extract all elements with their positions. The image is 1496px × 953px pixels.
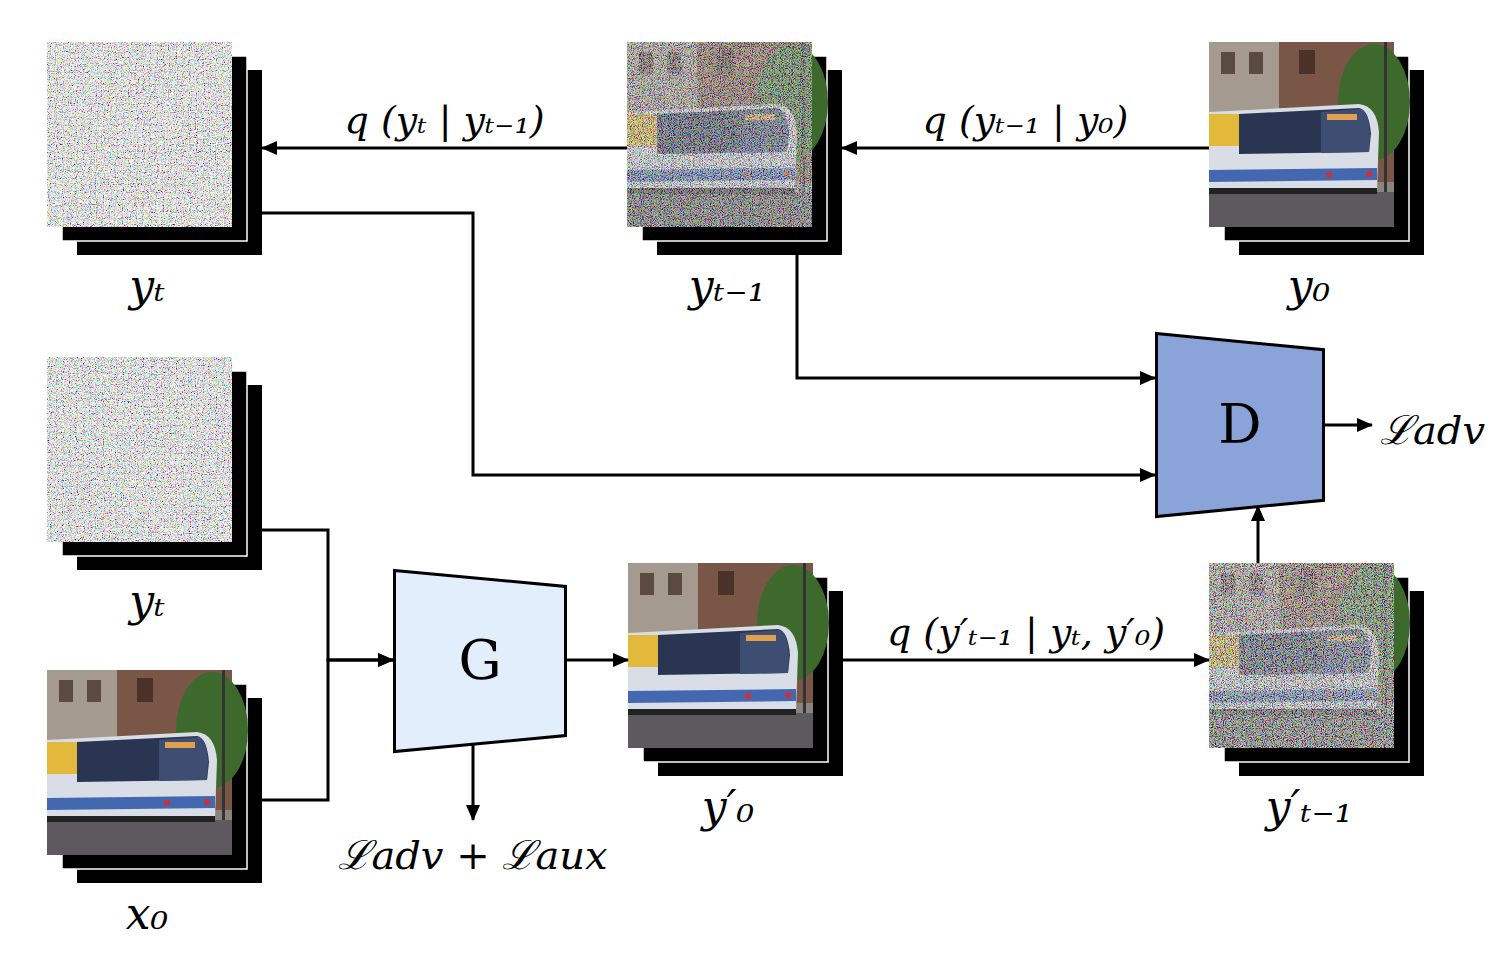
- discriminator-box: D: [1155, 332, 1325, 518]
- trapezoid-shape: [395, 571, 566, 752]
- tram-photo: [1209, 563, 1410, 748]
- image-label: y′₀: [702, 782, 755, 833]
- tram-photo: [47, 670, 248, 855]
- image-stack: yₜ: [47, 357, 262, 570]
- trapezoid-shape: [1157, 334, 1324, 517]
- image-stack: x₀: [47, 670, 262, 883]
- generator-box: G: [393, 569, 567, 753]
- image-stack: [1209, 563, 1424, 776]
- edge-label: q (yₜ | yₜ₋₁): [342, 98, 548, 144]
- image-stack: [47, 42, 262, 255]
- tram-photo: [628, 563, 829, 748]
- noise-overlay: [1209, 563, 1394, 748]
- noise-overlay: [627, 42, 812, 227]
- loss-label: ℒadv + ℒaux: [336, 831, 609, 879]
- connector-arrow: [797, 255, 1155, 378]
- image-stack: [47, 357, 262, 570]
- image-label: yₜ: [129, 576, 165, 627]
- loss-arrow: [472, 744, 475, 820]
- connector-arrow: [262, 213, 1155, 475]
- box-label: G: [458, 631, 501, 690]
- image-label: y′ₜ₋₁: [1266, 782, 1353, 833]
- connector-arrow: [262, 530, 393, 660]
- image-stack: yₜ: [47, 42, 262, 255]
- connector-arrow: [1257, 506, 1260, 563]
- noise-image: [47, 42, 232, 227]
- image-stack: [47, 670, 262, 883]
- image-stack: y′₀: [628, 563, 843, 776]
- image-stack: [628, 563, 843, 776]
- output-arrow: [1325, 424, 1372, 427]
- connector-arrow: [262, 660, 393, 800]
- image-label: yₜ: [129, 261, 165, 312]
- edge-label: q (yₜ₋₁ | y₀): [920, 98, 1132, 144]
- image-label: x₀: [126, 889, 168, 940]
- image-stack: y₀: [1209, 42, 1424, 255]
- box-label: D: [1218, 395, 1261, 454]
- connector-arrow: [262, 147, 627, 150]
- image-label: yₜ₋₁: [689, 261, 766, 312]
- connector-arrow: [842, 147, 1209, 150]
- connector-arrow: [843, 659, 1209, 662]
- image-stack: yₜ₋₁: [627, 42, 842, 255]
- image-stack: [627, 42, 842, 255]
- image-label: y₀: [1288, 261, 1331, 312]
- tram-photo: [1209, 42, 1410, 227]
- image-stack: [1209, 42, 1424, 255]
- tram-photo: [627, 42, 828, 227]
- noise-image: [47, 357, 232, 542]
- loss-label: ℒadv: [1378, 406, 1487, 454]
- edge-label: q (y′ₜ₋₁ | yₜ, y′₀): [884, 610, 1168, 656]
- connector-arrow: [567, 659, 628, 662]
- image-stack: y′ₜ₋₁: [1209, 563, 1424, 776]
